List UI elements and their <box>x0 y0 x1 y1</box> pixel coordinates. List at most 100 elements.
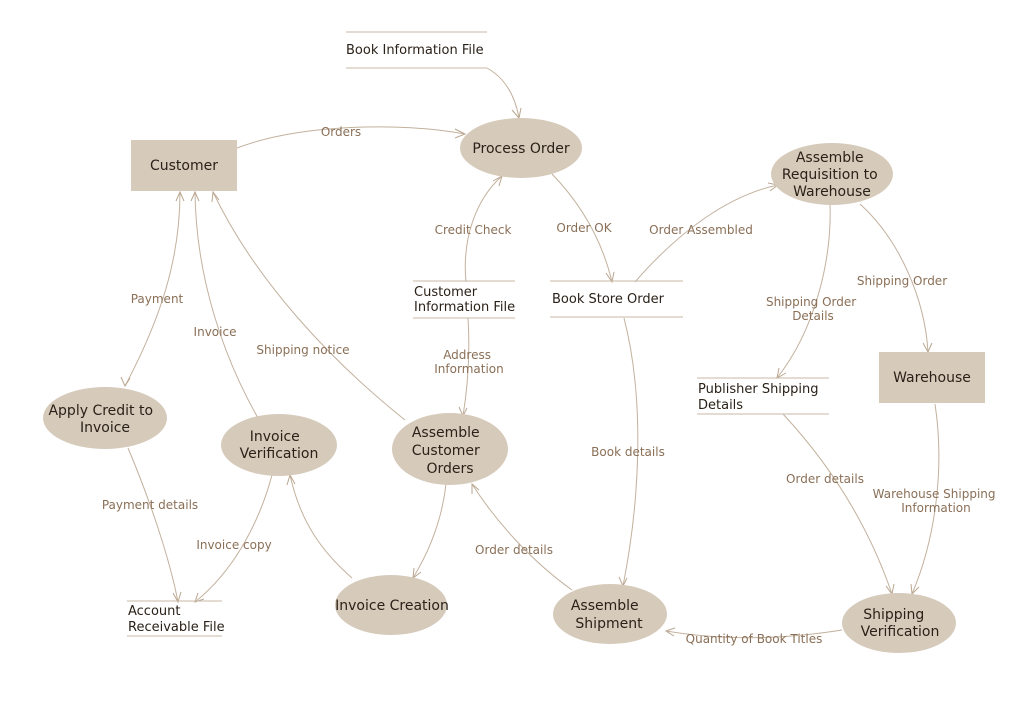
process-label-line: Verification <box>861 624 940 640</box>
flow-label-warehouse-shipping: Warehouse Shipping Information <box>873 487 1000 515</box>
store-customer-information-file[interactable]: Customer Information File <box>413 280 515 319</box>
arrowhead <box>194 592 205 603</box>
process-label-line: Assemble <box>796 150 864 166</box>
process-label-line: Assemble <box>412 425 480 441</box>
flow-line-to-invoice-creation <box>412 483 447 579</box>
process-label-line: Requisition to <box>782 167 878 183</box>
store-label-line: Account <box>128 604 181 619</box>
flow-label-quantity: Quantity of Book Titles <box>686 632 823 646</box>
process-process-order[interactable]: Process Order <box>460 118 582 178</box>
flow-line-payment <box>124 191 181 387</box>
flow-label-shipping-order: Shipping Order <box>857 274 947 288</box>
process-label-line: Shipment <box>575 616 643 632</box>
store-label-line: Receivable File <box>128 620 225 635</box>
store-account-receivable-file[interactable]: Account Receivable File <box>127 600 225 637</box>
flow-label-book-details: Book details <box>591 445 665 459</box>
process-label-line: Invoice <box>250 429 300 445</box>
flow-label-credit-check: Credit Check <box>435 223 512 237</box>
process-label: Apply Credit to Invoice <box>48 403 157 436</box>
process-label-line: Warehouse <box>793 184 871 200</box>
process-label-line: Shipping <box>863 607 924 623</box>
flow-label-order-details-publisher: Order details <box>786 472 864 486</box>
process-label-line: Invoice <box>80 420 130 436</box>
flow-line-shipping-order-details <box>776 203 831 379</box>
arrowhead <box>211 190 220 203</box>
arrowhead <box>175 190 185 202</box>
process-label-line: Assemble <box>571 598 639 614</box>
arrowhead <box>511 107 522 120</box>
process-assemble-shipment[interactable]: Assemble Shipment <box>553 584 667 644</box>
flow-label-invoice-copy: Invoice copy <box>196 538 271 552</box>
store-label-line: Details <box>698 398 743 413</box>
flow-line-credit-check <box>464 175 503 283</box>
process-label-line: Apply Credit to <box>48 403 153 419</box>
flow-line-book-details <box>622 317 639 587</box>
entity-label: Warehouse <box>893 370 971 386</box>
store-label: Customer Information File <box>414 285 515 315</box>
processes: Process Order Assemble Requisition to Wa… <box>43 118 956 653</box>
store-book-store-order[interactable]: Book Store Order <box>550 280 683 318</box>
flow-line-warehouse-shipping <box>911 403 940 595</box>
flow-label-invoice: Invoice <box>194 325 237 339</box>
flow-line-order-details-publisher <box>782 413 893 595</box>
process-label: Invoice Verification <box>240 429 319 462</box>
flow-line-order-details-assemble <box>471 483 573 591</box>
process-label: Assemble Requisition to Warehouse <box>782 150 882 200</box>
arrowhead <box>120 376 131 388</box>
store-label-line: Information File <box>414 300 515 315</box>
flow-line-invoice <box>194 191 259 419</box>
flow-line-shipping-notice <box>212 191 406 421</box>
store-book-information-file[interactable]: Book Information File <box>346 31 487 69</box>
flow-line-order-ok <box>551 173 613 283</box>
entity-label: Customer <box>150 158 218 174</box>
arrowhead <box>605 271 615 284</box>
store-label: Account Receivable File <box>128 604 225 635</box>
arrowhead <box>190 190 200 202</box>
process-assemble-requisition[interactable]: Assemble Requisition to Warehouse <box>771 143 893 205</box>
process-invoice-verification[interactable]: Invoice Verification <box>221 414 337 476</box>
flow-label-shipping-notice: Shipping notice <box>256 343 349 357</box>
process-shipping-verification[interactable]: Shipping Verification <box>842 593 956 653</box>
process-label-line: Verification <box>240 446 319 462</box>
arrowhead <box>454 128 467 139</box>
entity-customer[interactable]: Customer <box>131 140 237 191</box>
flow-line-book-info <box>486 67 520 119</box>
store-label: Book Store Order <box>552 292 665 307</box>
flow-labels: Orders Credit Check Order OK Order Assem… <box>102 125 1000 646</box>
process-label: Assemble Customer Orders <box>412 425 484 477</box>
flow-label-order-details-assemble: Order details <box>475 543 553 557</box>
process-label-line: Orders <box>426 461 473 477</box>
store-label-line: Publisher Shipping <box>698 382 819 397</box>
arrowhead <box>172 591 182 604</box>
flow-label-shipping-order-details: Shipping Order Details <box>766 295 860 323</box>
entity-warehouse[interactable]: Warehouse <box>879 352 985 403</box>
flow-label-orders: Orders <box>321 125 361 139</box>
arrowhead <box>471 482 480 494</box>
flow-connectors <box>120 67 940 639</box>
process-invoice-creation[interactable]: Invoice Creation <box>335 575 449 635</box>
external-entities: Customer Warehouse <box>131 140 985 403</box>
store-label: Book Information File <box>346 43 484 58</box>
arrowhead <box>412 567 422 580</box>
store-label-line: Book Store Order <box>552 292 665 307</box>
arrowhead <box>664 627 676 637</box>
process-label: Shipping Verification <box>861 607 940 640</box>
flow-label-payment-details: Payment details <box>102 498 198 512</box>
store-label-line: Customer <box>414 285 478 300</box>
process-assemble-customer-orders[interactable]: Assemble Customer Orders <box>392 413 508 485</box>
flow-label-order-assembled: Order Assembled <box>649 223 753 237</box>
flow-line-address-information <box>462 317 470 417</box>
process-apply-credit[interactable]: Apply Credit to Invoice <box>43 387 167 449</box>
flow-line-orders <box>236 126 466 149</box>
store-publisher-shipping-details[interactable]: Publisher Shipping Details <box>697 377 829 415</box>
flow-line-invoice-creation <box>289 474 353 579</box>
flow-line-payment-details <box>127 447 179 603</box>
process-label: Process Order <box>472 141 570 157</box>
process-label: Assemble Shipment <box>571 598 643 632</box>
flow-line-quantity <box>665 629 843 639</box>
flow-line-invoice-copy <box>194 474 273 603</box>
process-label-line: Customer <box>412 443 480 459</box>
flow-label-payment: Payment <box>131 292 184 306</box>
store-label-line: Book Information File <box>346 43 484 58</box>
